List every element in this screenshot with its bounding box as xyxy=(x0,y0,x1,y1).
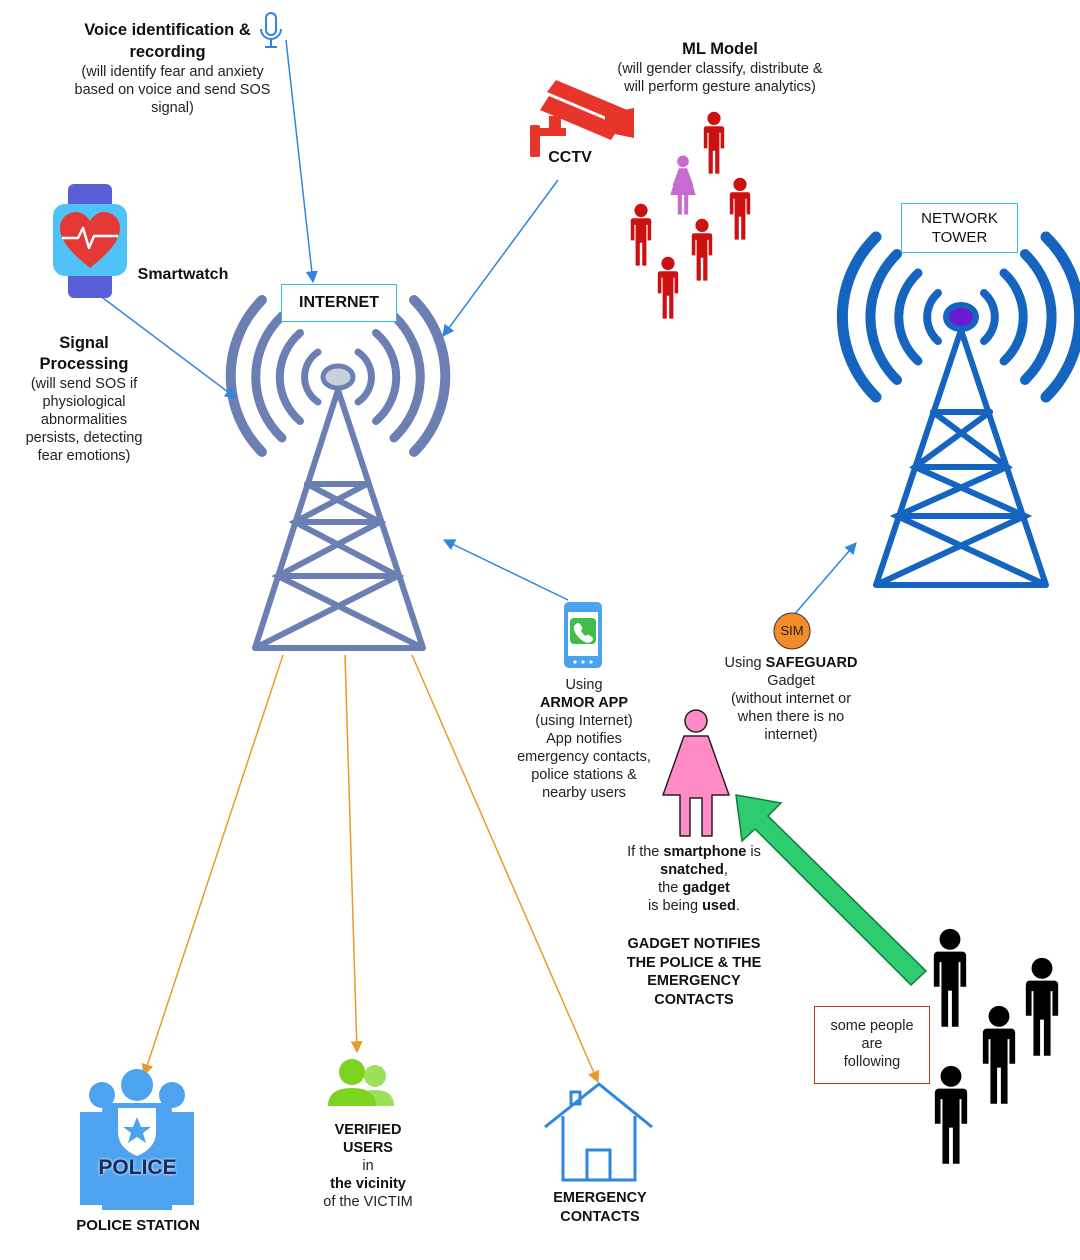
smartwatch-label: Smartwatch xyxy=(137,266,229,283)
arrow-to-emergency-contacts xyxy=(411,654,600,1084)
person-icon xyxy=(703,111,725,174)
person-icon xyxy=(729,177,751,240)
police-station-label: POLICE STATION xyxy=(76,1217,200,1234)
network-tower-icon xyxy=(836,231,1080,588)
police-overlay-label: POLICE xyxy=(98,1156,177,1179)
following-note: some people are following xyxy=(814,1006,930,1084)
internet-tower-icon xyxy=(225,295,451,651)
victim-woman-icon xyxy=(662,709,730,837)
woman-icon xyxy=(670,155,696,215)
cctv-camera-icon xyxy=(530,80,634,157)
emergency-contacts-label: EMERGENCY CONTACTS xyxy=(553,1190,647,1225)
ml-crowd-icon xyxy=(630,111,751,319)
arrow-to-verified-users xyxy=(344,654,363,1054)
internet-label: INTERNET xyxy=(281,284,397,322)
person-icon xyxy=(1025,957,1059,1056)
police-group-icon xyxy=(80,1069,194,1210)
safeguard-label: Using SAFEGUARD Gadget (without internet… xyxy=(724,655,858,743)
signal-processing-label: Signal Processing (will send SOS if phys… xyxy=(25,334,143,464)
voice-title: Voice identification & recording xyxy=(84,21,251,61)
microphone-icon xyxy=(260,12,282,48)
blue-arrows xyxy=(94,39,857,617)
snatched-note: If the smartphone is snatched, the gadge… xyxy=(627,844,761,914)
smartwatch-heart-icon xyxy=(53,184,127,298)
house-icon xyxy=(544,1082,653,1182)
arrow-app-to-internet xyxy=(442,539,569,601)
person-icon xyxy=(982,1005,1016,1104)
person-icon xyxy=(630,203,652,266)
followers-icon xyxy=(933,928,1059,1164)
orange-arrows xyxy=(141,654,600,1084)
arrow-sim-to-network-tower xyxy=(792,542,857,617)
green-arrow xyxy=(735,794,928,987)
cctv-label: CCTV xyxy=(548,149,592,166)
person-icon xyxy=(657,256,679,319)
person-icon xyxy=(934,1065,968,1164)
arrow-cctv-to-internet xyxy=(442,179,559,337)
sim-label: SIM xyxy=(780,623,804,638)
verified-users-label: VERIFIED USERS in the vicinity of the VI… xyxy=(323,1122,413,1210)
sim-icon xyxy=(773,612,811,650)
network-tower-label: NETWORK TOWER xyxy=(901,203,1018,253)
arrow-smartwatch-to-internet xyxy=(94,291,237,399)
ml-model-label: ML Model (will gender classify, distribu… xyxy=(617,40,823,95)
arrow-to-police xyxy=(141,654,284,1077)
users-group-icon xyxy=(328,1059,394,1106)
voice-description: (will identify fear and anxiety based on… xyxy=(74,64,271,116)
gadget-notifies-label: GADGET NOTIFIES THE POLICE & THE EMERGEN… xyxy=(626,936,762,1008)
smartphone-call-icon xyxy=(564,602,602,668)
armor-app-label: Using ARMOR APP (using Internet) App not… xyxy=(517,677,651,801)
arrow-voice-to-internet xyxy=(285,39,318,284)
person-icon xyxy=(933,928,967,1027)
person-icon xyxy=(691,218,713,281)
